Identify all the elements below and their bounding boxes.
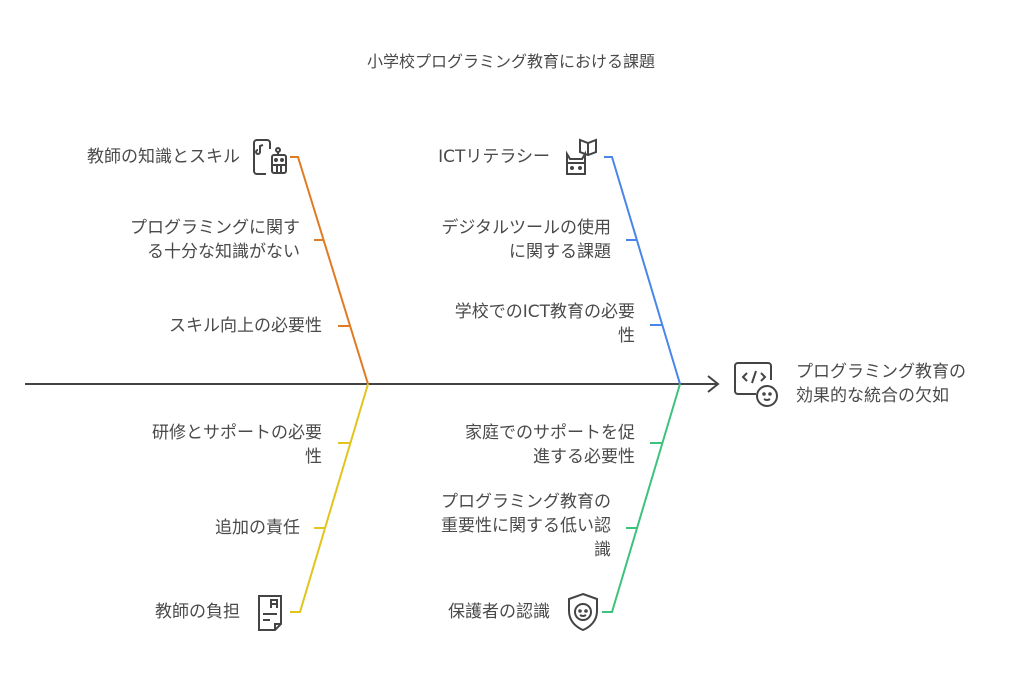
cause-line: 研修とサポートの必要: [152, 423, 322, 443]
effect-line: プログラミング教育の: [796, 362, 966, 382]
branch-teacher-label: 教師の知識とスキル: [87, 147, 240, 167]
cause-line: 性: [305, 447, 322, 467]
shield-face-icon: [568, 592, 598, 632]
cause-line: 重要性に関する低い認: [441, 516, 611, 536]
branch-ict: [604, 156, 681, 385]
robot-book-icon: [566, 138, 597, 175]
tablet-robot-icon: [253, 139, 287, 175]
cause-line: プログラミングに関す: [130, 218, 300, 238]
branch-parents: [602, 383, 681, 613]
code-face-icon: [734, 362, 778, 407]
cause-line: 進する必要性: [533, 447, 635, 467]
document-icon: [258, 595, 282, 631]
effect-line: 効果的な統合の欠如: [796, 386, 949, 406]
cause-ict-2: 学校でのICT教育の必要 性: [455, 300, 635, 348]
cause-teacher-2: スキル向上の必要性: [169, 316, 322, 336]
cause-parents-1: 家庭でのサポートを促 進する必要性: [465, 421, 635, 469]
cause-line: 性: [618, 326, 635, 346]
cause-ict-1: デジタルツールの使用 に関する課題: [441, 216, 611, 264]
spine-arrowhead: [707, 375, 720, 393]
effect-label: プログラミング教育の 効果的な統合の欠如: [796, 360, 966, 408]
branch-burden-label: 教師の負担: [155, 602, 240, 622]
diagram-title: 小学校プログラミング教育における課題: [366, 52, 655, 71]
branch-teacher: [290, 156, 369, 385]
cause-line: 識: [594, 540, 611, 560]
branch-parents-label: 保護者の認識: [448, 602, 550, 622]
cause-line: る十分な知識がない: [147, 242, 300, 262]
cause-line: プログラミング教育の: [441, 492, 611, 512]
branch-burden: [290, 383, 369, 613]
cause-burden-1: 研修とサポートの必要 性: [152, 421, 322, 469]
cause-line: 学校でのICT教育の必要: [454, 302, 635, 322]
cause-burden-2: 追加の責任: [215, 518, 300, 538]
cause-line: 家庭でのサポートを促: [465, 423, 635, 443]
cause-line: デジタルツールの使用: [441, 218, 611, 238]
cause-line: に関する課題: [509, 242, 611, 262]
branch-ict-label: ICTリテラシー: [438, 147, 550, 167]
cause-parents-2: プログラミング教育の 重要性に関する低い認 識: [441, 490, 611, 562]
cause-teacher-1: プログラミングに関す る十分な知識がない: [130, 216, 300, 264]
